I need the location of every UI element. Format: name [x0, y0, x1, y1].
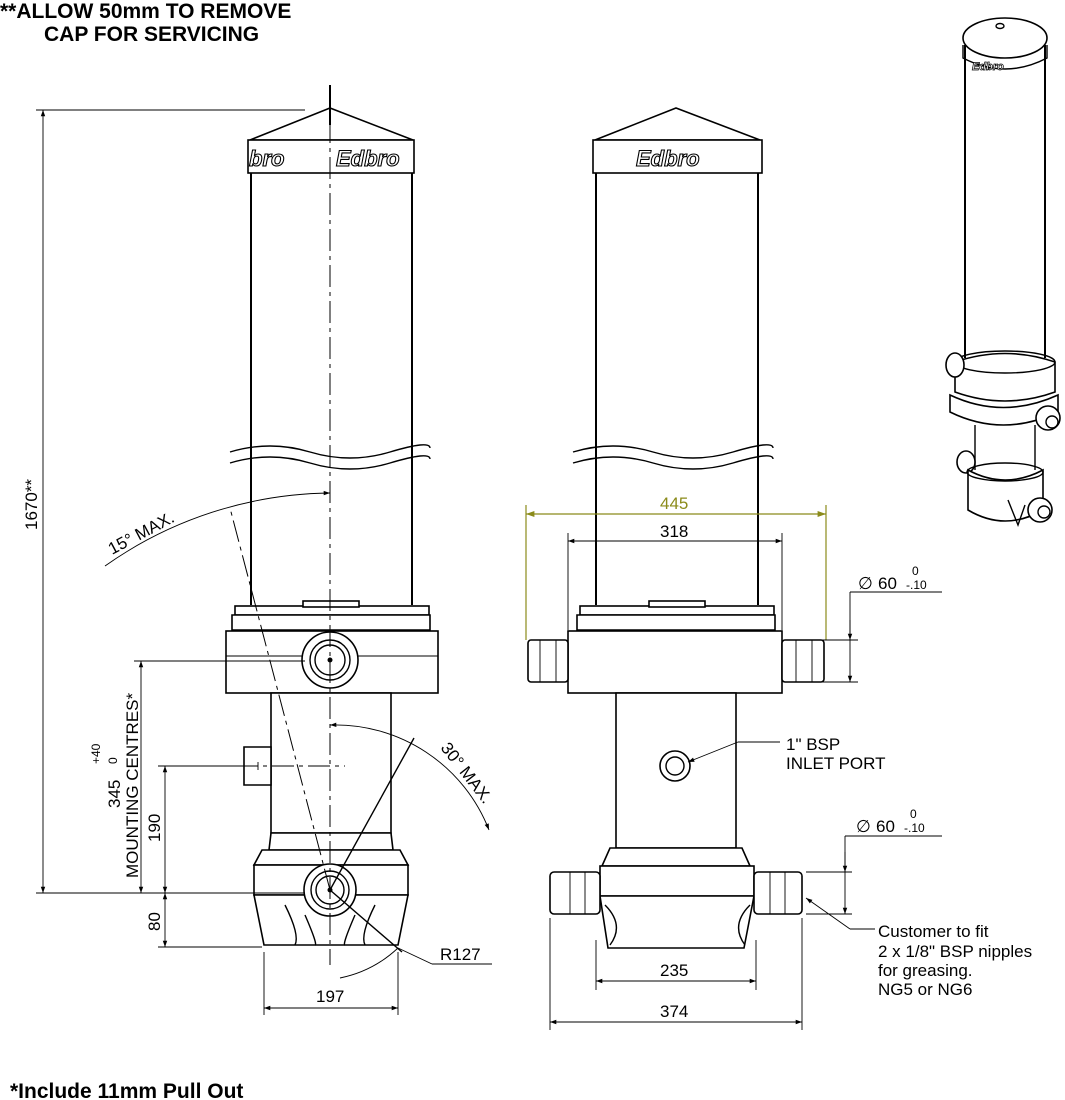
inlet-port-circle: [659, 750, 691, 782]
grease-note-line4: NG5 or NG6: [878, 980, 972, 999]
mounting-tol-lower: 0: [106, 757, 120, 764]
tilt-30-arc: [329, 722, 490, 831]
diameter-bottom-tol-upper: 0: [910, 807, 917, 821]
front-break-line-2: [229, 455, 431, 470]
side-top-pin-left: [527, 639, 569, 683]
dimension-190-label: 190: [145, 814, 164, 842]
dimension-235-label: 235: [660, 961, 688, 980]
service-note-line1: **ALLOW 50mm TO REMOVE: [0, 0, 291, 23]
front-break-line-1: [229, 444, 431, 459]
side-cap-band: [592, 139, 763, 174]
inlet-port-label-line1: 1" BSP: [786, 735, 840, 754]
side-bottom-pin-right: [753, 871, 803, 915]
front-cap-band: [247, 139, 415, 174]
radius-label: R127: [440, 945, 481, 964]
side-cap-cone: [594, 107, 761, 141]
service-note-line2: CAP FOR SERVICING: [44, 23, 259, 46]
diameter-bottom-tol-lower: -.10: [904, 821, 925, 835]
dimension-374-label: 374: [660, 1002, 688, 1021]
inlet-port-label-line2: INLET PORT: [786, 754, 886, 773]
overall-height-label: 1670**: [22, 479, 41, 530]
side-break-line-1: [572, 444, 774, 459]
grease-note-line2: 2 x 1/8" BSP nipples: [878, 942, 1032, 961]
dimension-445-label: 445: [660, 494, 688, 513]
mounting-centres-value: 345: [105, 780, 124, 808]
side-brand-logo: Edbro: [636, 146, 700, 171]
grease-note-line1: Customer to fit: [878, 922, 989, 941]
isometric-view: Edbro: [945, 17, 1061, 527]
inlet-port-leader: [687, 741, 739, 763]
side-top-trunnion-block: [567, 630, 783, 694]
diameter-top-tol-lower: -.10: [906, 578, 927, 592]
grease-nipple-leader: [805, 897, 851, 930]
mounting-centres-label: MOUNTING CENTRES*: [123, 693, 142, 879]
diameter-top-value: 60: [878, 574, 897, 593]
iso-brand-logo: Edbro: [972, 61, 1004, 73]
side-bottom-trunnion-block: [599, 865, 755, 897]
side-view: Edbro 445: [525, 107, 1032, 1030]
iso-bottom-pin: [1027, 497, 1053, 523]
side-bottom-pin-left: [549, 871, 601, 915]
diameter-bottom-value: 60: [876, 817, 895, 836]
grease-note-line3: for greasing.: [878, 961, 973, 980]
pull-out-note: *Include 11mm Pull Out: [10, 1080, 243, 1100]
tilt-15-line: [229, 507, 331, 891]
front-view: Edbro bro: [22, 85, 496, 1015]
diameter-top-tol-upper: 0: [912, 564, 919, 578]
diameter-bottom-symbol: ∅: [856, 817, 871, 836]
front-brand-logo: Edbro: [336, 146, 400, 171]
mounting-tol-upper: +40: [89, 743, 103, 764]
iso-cap-top: [962, 17, 1048, 59]
diameter-top-symbol: ∅: [858, 574, 873, 593]
tilt-15-label: 15° MAX.: [105, 508, 177, 559]
side-break-line-2: [572, 455, 774, 470]
dimension-318-label: 318: [660, 522, 688, 541]
front-brand-logo-partial: bro: [249, 146, 284, 171]
iso-top-flange: [954, 352, 1056, 402]
tilt-30-label: 30° MAX.: [437, 739, 496, 807]
tilt-15-arc: [104, 490, 331, 567]
side-top-pin-right: [781, 639, 825, 683]
dimension-80-label: 80: [145, 912, 164, 931]
front-cap-cone: [249, 107, 414, 141]
dimension-197-label: 197: [316, 987, 344, 1006]
